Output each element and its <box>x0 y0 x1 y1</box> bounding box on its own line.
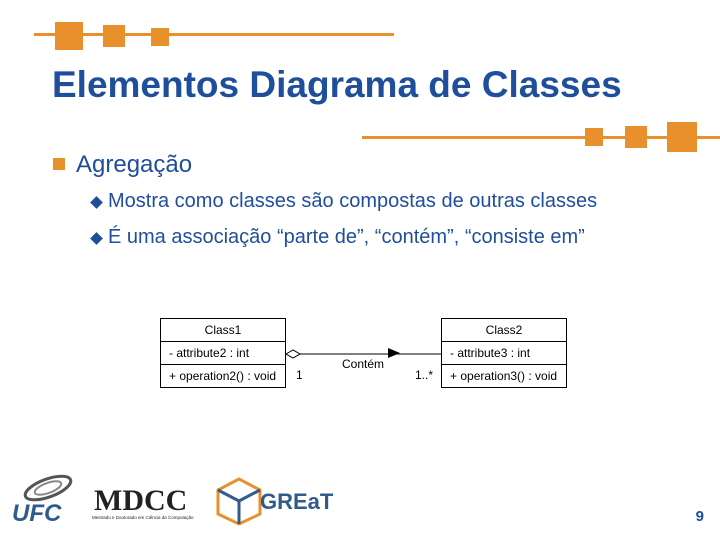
mdcc-logo: MDCC Mestrado e Doutorado em Ciência da … <box>92 484 208 526</box>
aggregation-hollow-diamond-icon <box>284 349 302 359</box>
ufc-emblem-icon <box>23 474 73 502</box>
bullet-diamond-icon <box>90 196 103 209</box>
class-1-operation: + operation2() : void <box>161 364 285 387</box>
top-decor-square <box>103 25 125 47</box>
right-decor-square <box>585 128 603 146</box>
great-logo: GREaT <box>214 476 338 528</box>
class-1-attribute: - attribute2 : int <box>169 346 250 360</box>
aggregation-connector <box>284 348 441 359</box>
association-label: Contém <box>342 357 385 371</box>
class-2-attribute: - attribute3 : int <box>450 346 531 360</box>
uml-class-1: Class1 - attribute2 : int + operation2()… <box>160 318 286 388</box>
mdcc-logo-text: MDCC <box>94 484 188 517</box>
great-cube-icon <box>216 477 262 526</box>
great-logo-text: GREaT <box>260 489 334 514</box>
sub-bullet-text: É uma associação “parte de”, “contém”, “… <box>108 226 585 248</box>
class-1-name: Class1 <box>161 319 285 342</box>
top-decor-square <box>151 28 169 46</box>
bullet-diamond-icon <box>90 232 103 245</box>
bullet-aggregation: Agregação <box>76 151 193 178</box>
top-decor-line <box>34 33 394 36</box>
multiplicity-left: 1 <box>296 368 303 382</box>
slide-title: Elementos Diagrama de Classes <box>52 64 622 105</box>
mdcc-caption: Mestrado e Doutorado em Ciência da Compu… <box>92 515 194 520</box>
uml-class-2: Class2 - attribute3 : int + operation3()… <box>441 318 567 388</box>
top-decor-square <box>55 22 83 50</box>
right-decor-square <box>667 122 697 152</box>
class-2-name: Class2 <box>442 319 566 342</box>
class-2-operation: + operation3() : void <box>442 364 566 387</box>
bullet-square-icon <box>53 158 65 170</box>
multiplicity-right: 1..* <box>415 368 434 382</box>
direction-arrow-icon <box>388 348 400 358</box>
right-decor-square <box>625 126 647 148</box>
sub-bullet-text: Mostra como classes são compostas de out… <box>108 190 598 212</box>
page-number: 9 <box>695 508 704 525</box>
ufc-logo-text: UFC <box>12 500 62 527</box>
right-decor-line <box>362 136 720 139</box>
ufc-logo: UFC <box>10 474 78 528</box>
